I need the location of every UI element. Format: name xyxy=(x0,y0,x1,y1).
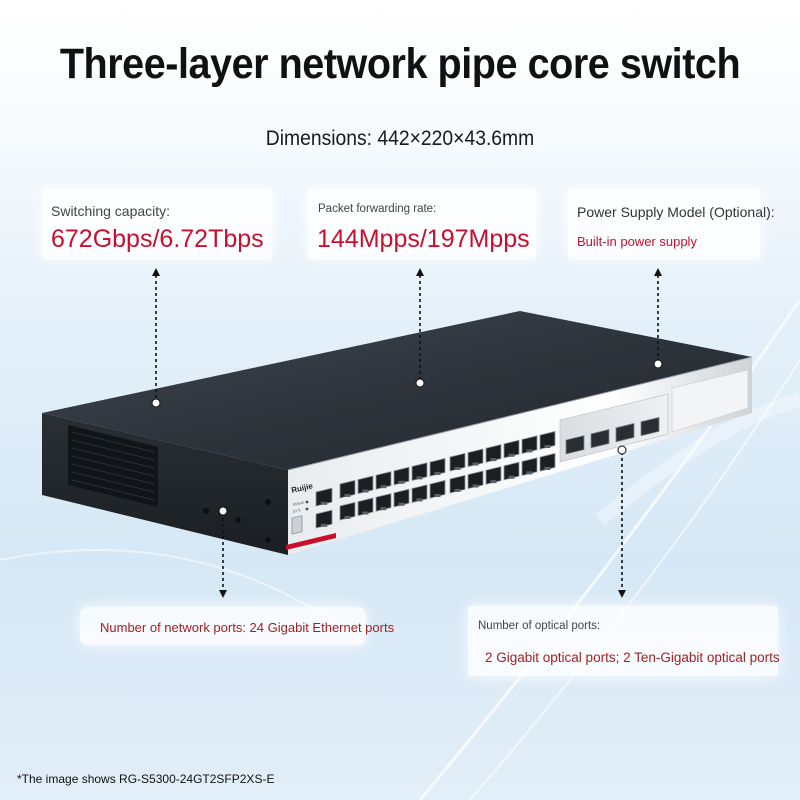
rj45-port xyxy=(503,439,520,459)
svg-text:Status: Status xyxy=(292,500,304,507)
rj45-port xyxy=(375,471,392,490)
dimensions-text: Dimensions: 442×220×43.6mm xyxy=(265,127,535,150)
sfp-ports xyxy=(565,416,660,455)
rj45-port xyxy=(339,479,356,499)
rj45-port xyxy=(375,493,392,512)
rj45-port xyxy=(539,430,556,450)
rj45-port xyxy=(393,466,410,486)
rj45-port xyxy=(521,435,538,454)
rj45-port xyxy=(393,488,410,508)
optical-ports-value: 2 Gigabit optical ports; 2 Ten-Gigabit o… xyxy=(485,650,780,665)
optical-ports-card: Number of optical ports: 2 Gigabit optic… xyxy=(468,606,780,676)
rj45-port-block-2 xyxy=(449,430,556,494)
model-tag xyxy=(286,533,336,550)
network-ports-label: Number of network ports: 24 Gigabit Ethe… xyxy=(100,620,395,635)
rj45-port xyxy=(539,452,556,472)
rj45-port xyxy=(485,444,502,463)
sfp-port xyxy=(640,416,660,437)
rj45-port xyxy=(429,479,446,499)
sfp-port xyxy=(615,422,635,443)
rj45-port xyxy=(485,466,502,485)
svg-text:SYS: SYS xyxy=(292,507,301,514)
forwarding-rate-value: 144Mpps/197Mpps xyxy=(317,225,530,253)
switching-capacity-card: Switching capacity: 672Gbps/6.72Tbps xyxy=(42,189,272,259)
sfp-bay xyxy=(559,393,669,463)
rj45-port xyxy=(429,457,446,477)
network-ports-card: Number of network ports: 24 Gigabit Ethe… xyxy=(80,607,394,645)
power-supply-card: Power Supply Model (Optional): Built-in … xyxy=(568,189,775,259)
rj45-port xyxy=(315,509,333,529)
rj45-port xyxy=(411,484,428,503)
sfp-port xyxy=(565,435,585,455)
rj45-port-block-1 xyxy=(315,457,446,529)
switching-capacity-label: Switching capacity: xyxy=(51,203,171,219)
forwarding-rate-label: Packet forwarding rate: xyxy=(318,203,437,215)
rj45-port xyxy=(449,452,466,472)
switch-top-panel xyxy=(42,311,752,470)
forwarding-rate-card: Packet forwarding rate: 144Mpps/197Mpps xyxy=(308,189,536,259)
rj45-port xyxy=(357,497,374,517)
sfp-port xyxy=(590,429,610,449)
rj45-port xyxy=(521,457,538,476)
rj45-port xyxy=(467,470,484,490)
optical-ports-label: Number of optical ports: xyxy=(478,620,601,632)
power-supply-value: Built-in power supply xyxy=(577,234,697,249)
rj45-port xyxy=(411,462,428,481)
switching-capacity-value: 672Gbps/6.72Tbps xyxy=(51,225,264,253)
vent-grill-icon xyxy=(68,425,158,507)
rj45-port xyxy=(503,461,520,481)
rj45-port xyxy=(449,474,466,494)
rj45-port xyxy=(315,487,333,507)
power-supply-label: Power Supply Model (Optional): xyxy=(577,204,775,220)
rj45-port xyxy=(339,501,356,521)
rj45-port xyxy=(357,475,374,495)
footnote: *The image shows RG-S5300-24GT2SFP2XS-E xyxy=(17,772,275,786)
rj45-port xyxy=(467,448,484,468)
page-title: Three-layer network pipe core switch xyxy=(59,40,741,88)
